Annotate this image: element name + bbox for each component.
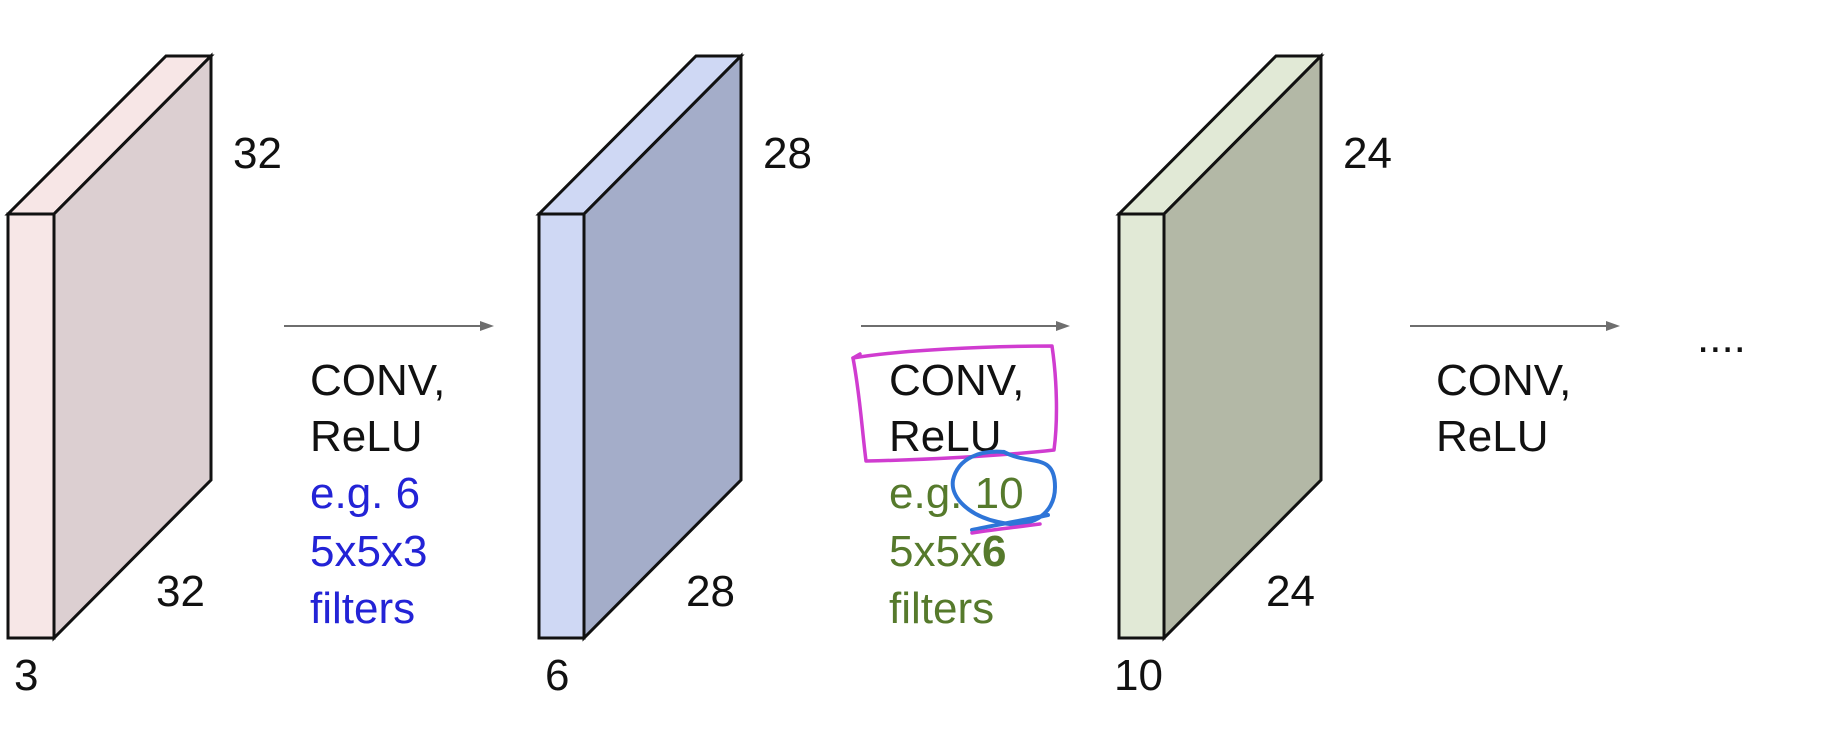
layer-1-filter-count: e.g. 6 <box>310 469 420 518</box>
input-volume: 32 32 3 <box>4 52 282 700</box>
layer-2-filter-count-number: 10 <box>975 469 1024 518</box>
arrow-3 <box>1410 321 1620 331</box>
layer-3-op-line1: CONV, <box>1436 356 1571 405</box>
volume-3: 24 24 10 <box>1114 52 1392 700</box>
layer-3-label: CONV, ReLU <box>1436 356 1571 461</box>
layer-2-filters-word: filters <box>889 584 994 633</box>
volume-3-height-label: 24 <box>1343 129 1392 178</box>
volume-2-height-label: 28 <box>763 129 812 178</box>
volume-2: 28 28 6 <box>535 52 812 700</box>
layer-1-op-line1: CONV, <box>310 356 445 405</box>
layer-1-op-line2: ReLU <box>310 412 423 461</box>
volume-2-front-face <box>537 212 586 640</box>
layer-2-op-line1: CONV, <box>889 356 1024 405</box>
layer-2-filter-count: e.g. 10 <box>889 469 1024 518</box>
layer-3-op-line2: ReLU <box>1436 412 1549 461</box>
layer-1-filters-word: filters <box>310 584 415 633</box>
arrow-1 <box>284 321 494 331</box>
volume-3-width-label: 24 <box>1266 567 1315 616</box>
layer-1-label: CONV, ReLU e.g. 6 5x5x3 filters <box>310 356 445 633</box>
highlight-box-annotation <box>851 344 1059 463</box>
layer-2-label: CONV, ReLU e.g. 10 5x5x6 filters <box>851 344 1059 633</box>
ellipsis: .... <box>1697 313 1746 362</box>
volume-3-front-face <box>1117 212 1166 640</box>
arrow-2 <box>861 321 1070 331</box>
layer-2-filter-shape: 5x5x6 <box>889 527 1006 576</box>
underline-annotation-magenta <box>970 522 1042 535</box>
underline-annotation <box>970 513 1050 532</box>
layer-1-filter-shape: 5x5x3 <box>310 527 427 576</box>
volume-3-depth-label: 10 <box>1114 651 1163 700</box>
input-volume-height-label: 32 <box>233 129 282 178</box>
input-volume-width-label: 32 <box>156 567 205 616</box>
input-volume-depth-label: 3 <box>14 651 38 700</box>
highlight-box-tick <box>851 352 862 360</box>
layer-2-filter-shape-depth: 6 <box>982 527 1006 576</box>
input-volume-front-face <box>6 212 56 640</box>
volume-2-depth-label: 6 <box>545 651 569 700</box>
circle-annotation <box>950 449 1057 527</box>
volume-2-width-label: 28 <box>686 567 735 616</box>
